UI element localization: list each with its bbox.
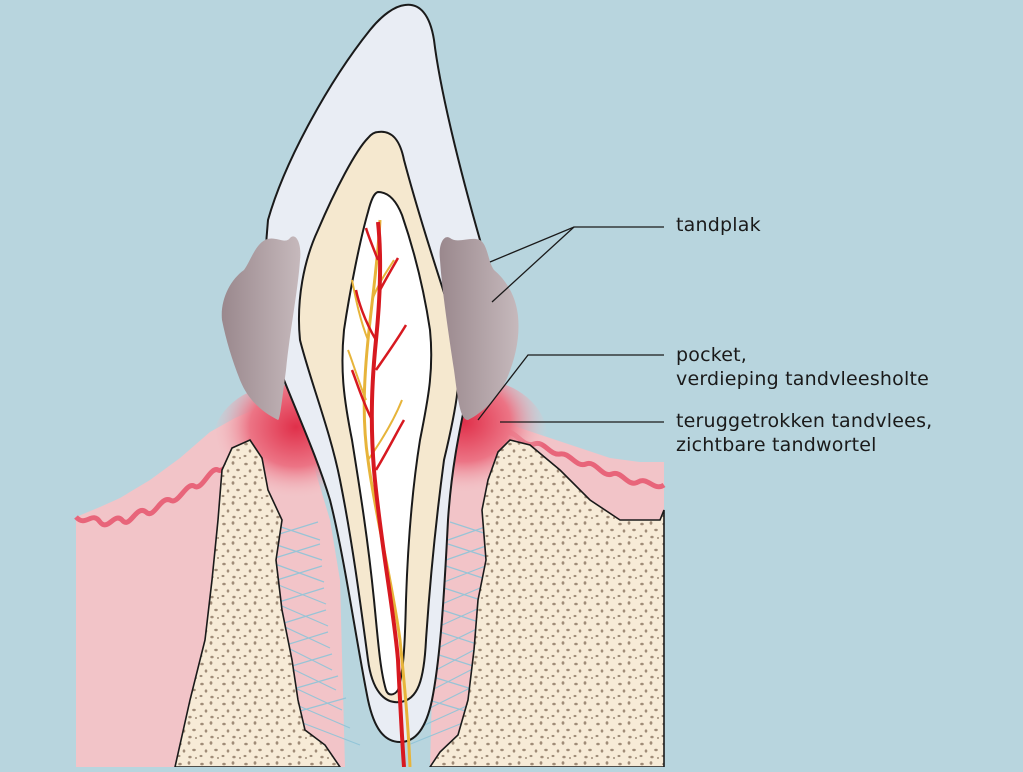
label-plaque-line-1: tandplak: [676, 214, 761, 236]
leader-plaque-upper: [489, 226, 664, 263]
label-recession-line-1: teruggetrokken tandvlees,: [676, 410, 933, 432]
label-pocket-line-1: pocket,: [676, 344, 748, 366]
label-pocket-line-2: verdieping tandvleesholte: [676, 368, 930, 390]
leader-plaque-lower: [491, 226, 575, 303]
label-recession: teruggetrokken tandvlees, zichtbare tand…: [676, 409, 932, 457]
periodontal-ligament: [259, 519, 506, 746]
label-recession-line-2: zichtbare tandwortel: [676, 434, 877, 456]
alveolar-bone: [174, 438, 665, 768]
leader-pocket: [477, 354, 664, 421]
label-pocket: pocket, verdieping tandvleesholte: [676, 343, 929, 391]
tooth-illustration: [264, 3, 487, 768]
plaque-deposit: [221, 236, 519, 420]
leader-lines: [477, 226, 664, 423]
label-plaque: tandplak: [676, 213, 761, 237]
